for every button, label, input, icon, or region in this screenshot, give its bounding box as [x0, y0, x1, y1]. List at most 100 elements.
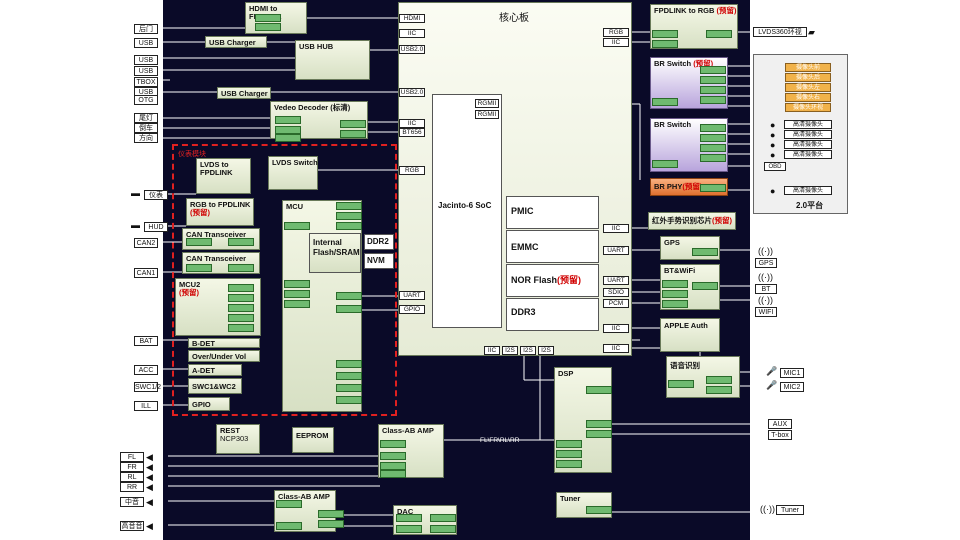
conn-usb-1: USB: [134, 38, 158, 48]
pin: [396, 525, 422, 533]
pin: [336, 372, 362, 380]
swc-title: SWC1&WC2: [192, 382, 236, 391]
pin: [700, 96, 726, 104]
pmic-block: PMIC: [506, 196, 599, 229]
conn-can2: CAN2: [134, 238, 158, 248]
pin: [700, 154, 726, 162]
pin: [255, 23, 281, 31]
ddr2-label: DDR2: [367, 237, 389, 246]
core-port-r-iic-4: IIC: [603, 344, 629, 353]
ir-title: 红外手势识别芯片(预留): [652, 217, 732, 225]
core-port-usb-2: USB2.0: [399, 88, 425, 97]
internal-flash-block: Internal Flash/SRAM: [309, 233, 361, 273]
pin: [336, 305, 362, 313]
core-port-r-iic-3: IIC: [603, 324, 629, 333]
pin: [275, 116, 301, 124]
ddr3-block: DDR3: [506, 298, 599, 331]
pin: [284, 300, 310, 308]
mic2-connector: MIC2: [780, 382, 804, 392]
speaker-icon: ◀: [146, 472, 153, 482]
usb-charger-2-block: USB Charger: [217, 87, 271, 99]
nvm-label: NVM: [367, 256, 385, 265]
wifi-connector: WIFI: [755, 307, 777, 317]
tuner-block: Tuner: [556, 492, 612, 518]
lvds-fpdlink-block: LVDS to FPDLINK: [196, 158, 251, 194]
nor-pre: (预留): [557, 275, 582, 285]
fpd-rgb-pre: (预留): [716, 6, 737, 15]
nor-label: NOR Flash(预留): [511, 273, 581, 286]
hd-camera-2: 高清摄像头: [784, 130, 832, 139]
platform-label: 2.0平台: [796, 201, 824, 210]
aux-connector: AUX: [768, 419, 792, 429]
pin: [228, 284, 254, 292]
fpd-rgb-text: FPDLINK to RGB: [654, 6, 715, 15]
usb-charger-1-title: USB Charger: [209, 38, 256, 47]
core-port-b-i2s-3: I2S: [538, 346, 554, 355]
conn-acc: ACC: [134, 365, 158, 375]
usb-hub-block: USB HUB: [295, 40, 370, 80]
can1-title: CAN Transceiver: [186, 230, 247, 239]
pin: [692, 248, 718, 256]
conn-direction: 方向: [134, 133, 158, 143]
speaker-icon: ◀: [146, 497, 153, 507]
audio-bus-label: FL\FR\RL\RR: [480, 437, 520, 444]
pin: [700, 184, 726, 192]
antenna-icon: ((·)): [760, 504, 775, 514]
core-port-usb-1: USB2.0: [399, 45, 425, 54]
pin: [380, 452, 406, 460]
microphone-icon: 🎤: [766, 380, 778, 390]
camera-icon: ●: [770, 130, 776, 140]
pin: [228, 314, 254, 322]
pin: [652, 30, 678, 38]
conn-door: 后门: [134, 24, 158, 34]
camera-icon: ●: [770, 140, 776, 150]
conn-fr: FR: [120, 462, 144, 472]
nvm-block: NVM: [364, 253, 394, 269]
pin: [430, 514, 456, 522]
mic1-connector: MIC1: [780, 368, 804, 378]
core-title: 核心板: [499, 13, 529, 24]
nor-text: NOR Flash: [511, 275, 558, 285]
pin: [340, 130, 366, 138]
pin: [706, 376, 732, 384]
camera-icon: ●: [770, 186, 776, 196]
pin: [652, 160, 678, 168]
pin: [662, 280, 688, 288]
core-port-r-uart: UART: [603, 246, 629, 255]
rgb-fpdlink-text: RGB to FPDLINK: [190, 200, 251, 209]
pin: [706, 30, 732, 38]
lvds360-connector: LVDS360环视: [753, 27, 807, 37]
pin: [186, 264, 212, 272]
pin: [700, 144, 726, 152]
core-port-r-iic-2: IIC: [603, 224, 629, 233]
conn-swc: SWC1/2: [134, 382, 162, 392]
cam-bar-3: 摄像头左: [785, 83, 831, 92]
voice-title: 语音识别: [670, 361, 700, 370]
gps-connector: GPS: [755, 258, 777, 268]
mcu2-text: MCU2: [179, 280, 201, 289]
brphy-text: BR PHY: [654, 182, 683, 191]
pin: [336, 222, 362, 230]
core-port-bt656: BT656: [399, 128, 425, 137]
pin: [652, 98, 678, 106]
lvds-switch-title: LVDS Switch: [272, 158, 318, 167]
cam-bar-1: 摄像头前: [785, 63, 831, 72]
conn-otg: OTG: [134, 95, 158, 105]
pin: [662, 300, 688, 308]
pin: [700, 86, 726, 94]
rgmii-port-2: RGMII: [475, 110, 499, 119]
pin: [336, 396, 362, 404]
pin: [284, 290, 310, 298]
pin: [255, 14, 281, 22]
core-port-hdmi: HDMI: [399, 14, 425, 23]
tuner-title: Tuner: [560, 494, 581, 503]
pin: [652, 40, 678, 48]
rest-text: REST: [220, 426, 241, 435]
internal-flash-label: Internal Flash/SRAM: [313, 238, 360, 257]
dsp-title: DSP: [558, 369, 574, 378]
core-port-rgb: RGB: [399, 166, 425, 175]
usb-hub-title: USB HUB: [299, 42, 334, 51]
pin: [275, 134, 301, 142]
over-under-vol-block: Over/Under Vol: [188, 350, 260, 362]
hd-camera-1: 高清摄像头: [784, 120, 832, 129]
